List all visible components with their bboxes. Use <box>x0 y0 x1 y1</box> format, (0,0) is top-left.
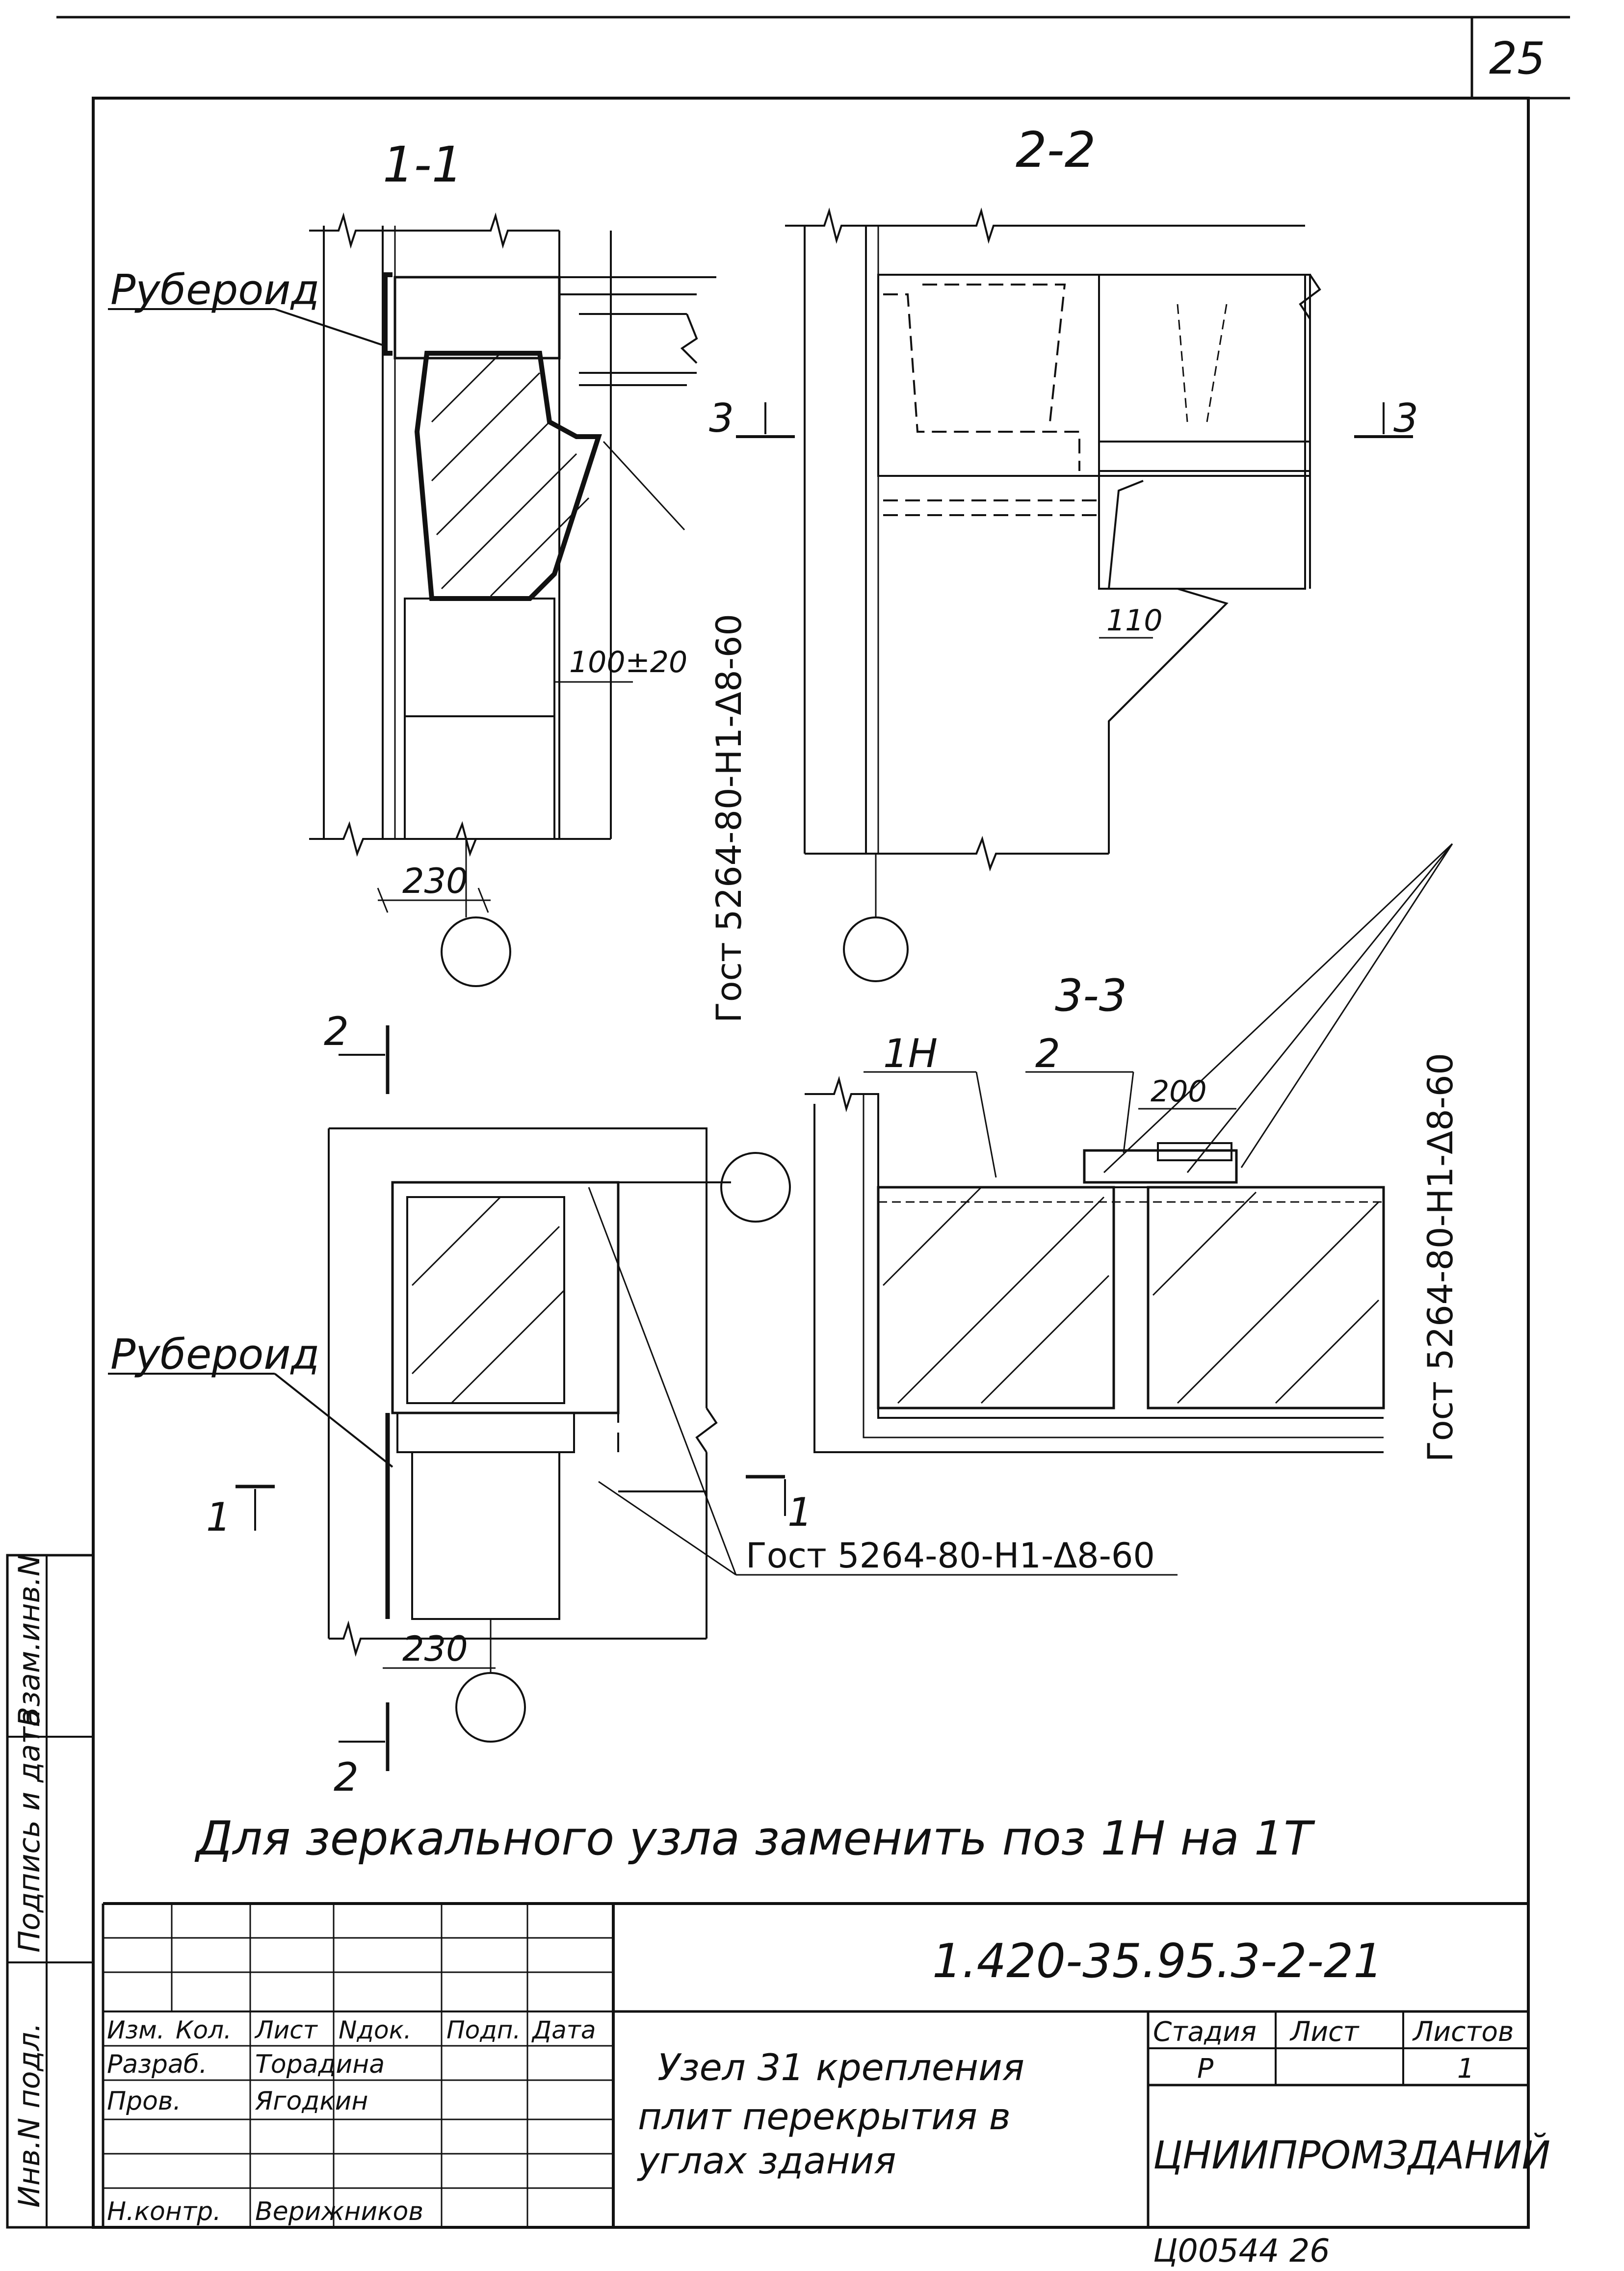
dim-230-plan: 230 <box>402 1629 468 1669</box>
page-number: 25 <box>1489 33 1545 84</box>
side-stamp-sign: Подпись и дата <box>12 1709 47 1953</box>
sheets-value: 1 <box>1457 2053 1474 2084</box>
organization: ЦНИИПРОМЗДАНИЙ <box>1153 2132 1550 2178</box>
gost-plan: Гост 5264-80-Н1-Δ8-60 <box>746 1536 1155 1576</box>
ruberoid-label-1: Рубероид <box>110 266 319 314</box>
title-line-3: углах здания <box>637 2139 896 2182</box>
role-prov: Пров. <box>107 2087 181 2116</box>
section-1-1: 1-1 Рубероид Гост 5264 <box>108 136 795 1023</box>
gost-vertical-1: Гост 5264-80-Н1-Δ8-60 <box>709 614 749 1023</box>
ruberoid-label-2: Рубероид <box>110 1331 319 1379</box>
sheets-header: Листов <box>1412 2016 1514 2047</box>
name-prov: Ягодкин <box>255 2087 368 2116</box>
gost-vertical-3: Гост 5264-80-Н1-Δ8-60 <box>1420 1053 1461 1462</box>
plan-hatch <box>411 1196 565 1404</box>
title-block: Изм. Кол. Лист Nдок. Подп. Дата Разраб. … <box>102 1902 1550 2227</box>
header-data: Дата <box>531 2016 596 2044</box>
header-podp: Подп. <box>446 2016 521 2044</box>
role-nkontr: Н.контр. <box>107 2197 221 2226</box>
cut-3-left: 3 <box>709 395 734 441</box>
dim-110: 110 <box>1106 603 1163 638</box>
name-razrab: Торадина <box>255 2050 385 2079</box>
pos-1h: 1Н <box>883 1031 938 1076</box>
plan-view: Рубероид Гост 5264-80-Н1-Δ8-60 230 2 2 1… <box>108 1009 1178 1800</box>
sheet-header: Лист <box>1289 2016 1360 2047</box>
cut-3-right: 3 <box>1393 395 1418 441</box>
block-hatch <box>431 352 590 597</box>
role-razrab: Разраб. <box>107 2050 207 2079</box>
axis-marker-1-1 <box>441 916 511 987</box>
header-izm: Изм. <box>107 2016 165 2044</box>
stage-header: Стадия <box>1153 2016 1257 2047</box>
header-ndok: Nдок. <box>339 2016 412 2044</box>
cut-2-top: 2 <box>324 1009 349 1054</box>
name-nkontr: Верижников <box>255 2197 423 2226</box>
section-3-3: 3-3 1Н 2 200 Гост 5264-80-Н1-Δ8-60 <box>805 843 1461 1462</box>
pos-2: 2 <box>1035 1031 1060 1076</box>
section-2-2: 2-2 3 110 <box>785 121 1418 982</box>
axis-marker-plan-bottom <box>455 1672 526 1743</box>
section-3-3-title: 3-3 <box>1055 970 1127 1021</box>
section-2-2-title: 2-2 <box>1016 121 1096 179</box>
side-stamp: Инв.N подл. Подпись и дата Взам.инв.N <box>6 1554 95 2229</box>
mirror-note: Для зеркального узла заменить поз 1Н на … <box>194 1812 1315 1866</box>
cut-1-right: 1 <box>787 1489 812 1535</box>
dim-200: 200 <box>1151 1074 1207 1109</box>
section-1-1-title: 1-1 <box>383 136 463 193</box>
axis-marker-plan-top <box>720 1152 791 1223</box>
dim-230-section-1: 230 <box>402 861 468 901</box>
axis-marker-2-2 <box>843 916 909 982</box>
bottom-stamp: Ц00544 26 <box>1153 2233 1330 2270</box>
header-kol: Кол. <box>176 2016 232 2044</box>
cut-1-left: 1 <box>206 1494 231 1540</box>
title-line-2: плит перекрытия в <box>638 2095 1011 2138</box>
stage-value: Р <box>1197 2053 1214 2084</box>
block-hatch-3 <box>882 1186 1380 1404</box>
header-list: Лист <box>254 2016 318 2044</box>
title-line-1: Узел 31 крепления <box>657 2046 1024 2089</box>
side-stamp-replace: Взам.инв.N <box>12 1554 47 1727</box>
sheet-frame <box>56 16 1570 2229</box>
side-stamp-inv: Инв.N подл. <box>12 2023 47 2208</box>
cut-2-bottom: 2 <box>334 1754 359 1800</box>
designation: 1.420-35.95.3-2-21 <box>932 1934 1383 1988</box>
dim-100-section-1: 100±20 <box>569 645 687 679</box>
